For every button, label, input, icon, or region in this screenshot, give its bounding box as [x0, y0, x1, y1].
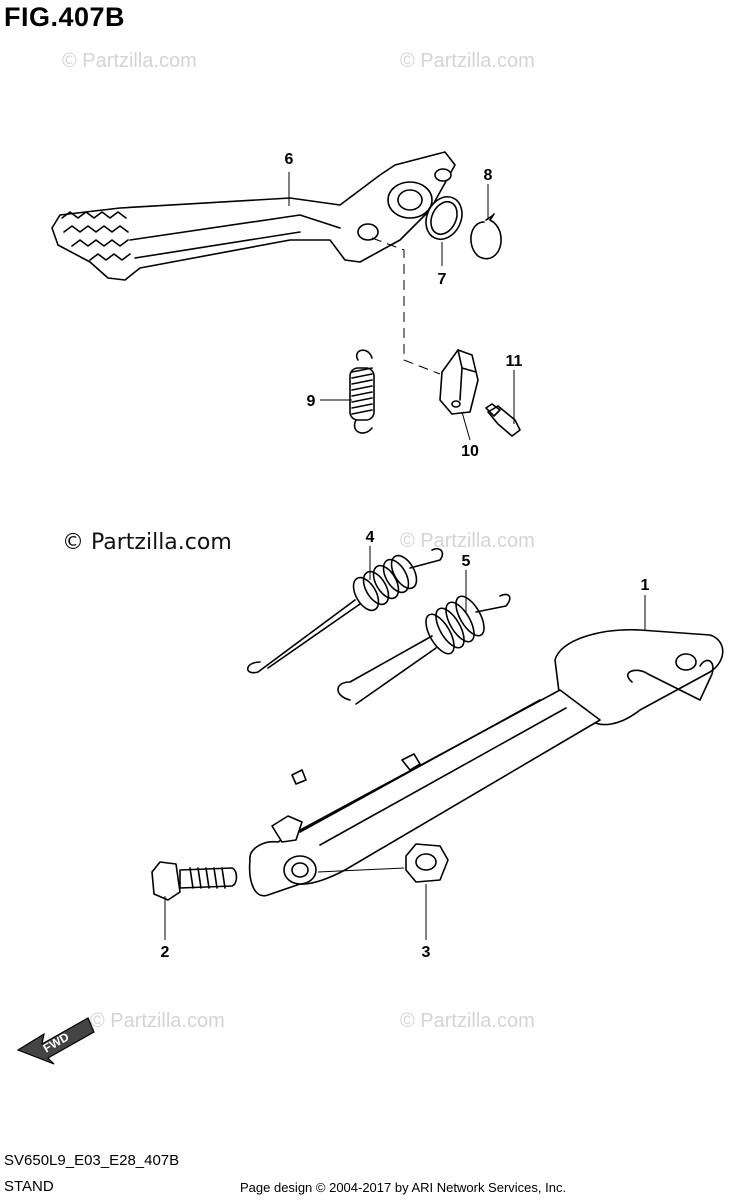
- callout-2: 2: [161, 944, 170, 961]
- shift-lever-part[interactable]: [51, 151, 456, 281]
- shift-arm-part[interactable]: [439, 349, 479, 415]
- callout-7: 7: [438, 271, 447, 288]
- watermark: © Partzilla.com: [400, 530, 535, 552]
- page-credit: Page design © 2004-2017 by ARI Network S…: [240, 1180, 567, 1195]
- watermark: © Partzilla.com: [400, 1010, 535, 1032]
- figure-title: FIG.407B: [4, 2, 126, 32]
- small-spring-part[interactable]: [349, 349, 375, 434]
- circlip-part[interactable]: [470, 213, 502, 260]
- forward-arrow-icon: FWD: [16, 1017, 95, 1065]
- callout-5: 5: [462, 553, 471, 570]
- callout-10: 10: [461, 443, 479, 460]
- long-spring-part-5[interactable]: [337, 592, 511, 705]
- callout-8: 8: [484, 167, 493, 184]
- watermark: © Partzilla.com: [90, 1010, 225, 1032]
- watermark: © Partzilla.com: [400, 50, 535, 72]
- nut-part[interactable]: [405, 843, 449, 883]
- watermark: © Partzilla.com: [62, 50, 197, 72]
- diagram-code: SV650L9_E03_E28_407B: [4, 1152, 180, 1169]
- leader-lines: [164, 172, 646, 940]
- callout-1: 1: [641, 577, 650, 594]
- callout-9: 9: [307, 393, 316, 410]
- stand-bolt-part[interactable]: [151, 861, 238, 901]
- bolt-part[interactable]: [485, 403, 521, 437]
- section-name: STAND: [4, 1178, 54, 1195]
- callout-4: 4: [366, 529, 375, 546]
- long-spring-part-4[interactable]: [246, 547, 444, 674]
- callout-3: 3: [422, 944, 431, 961]
- callout-6: 6: [285, 151, 294, 168]
- watermark: © Partzilla.com: [62, 530, 232, 555]
- callout-11: 11: [506, 353, 523, 370]
- side-stand-part[interactable]: [248, 628, 724, 897]
- washer-ring-part[interactable]: [419, 191, 468, 245]
